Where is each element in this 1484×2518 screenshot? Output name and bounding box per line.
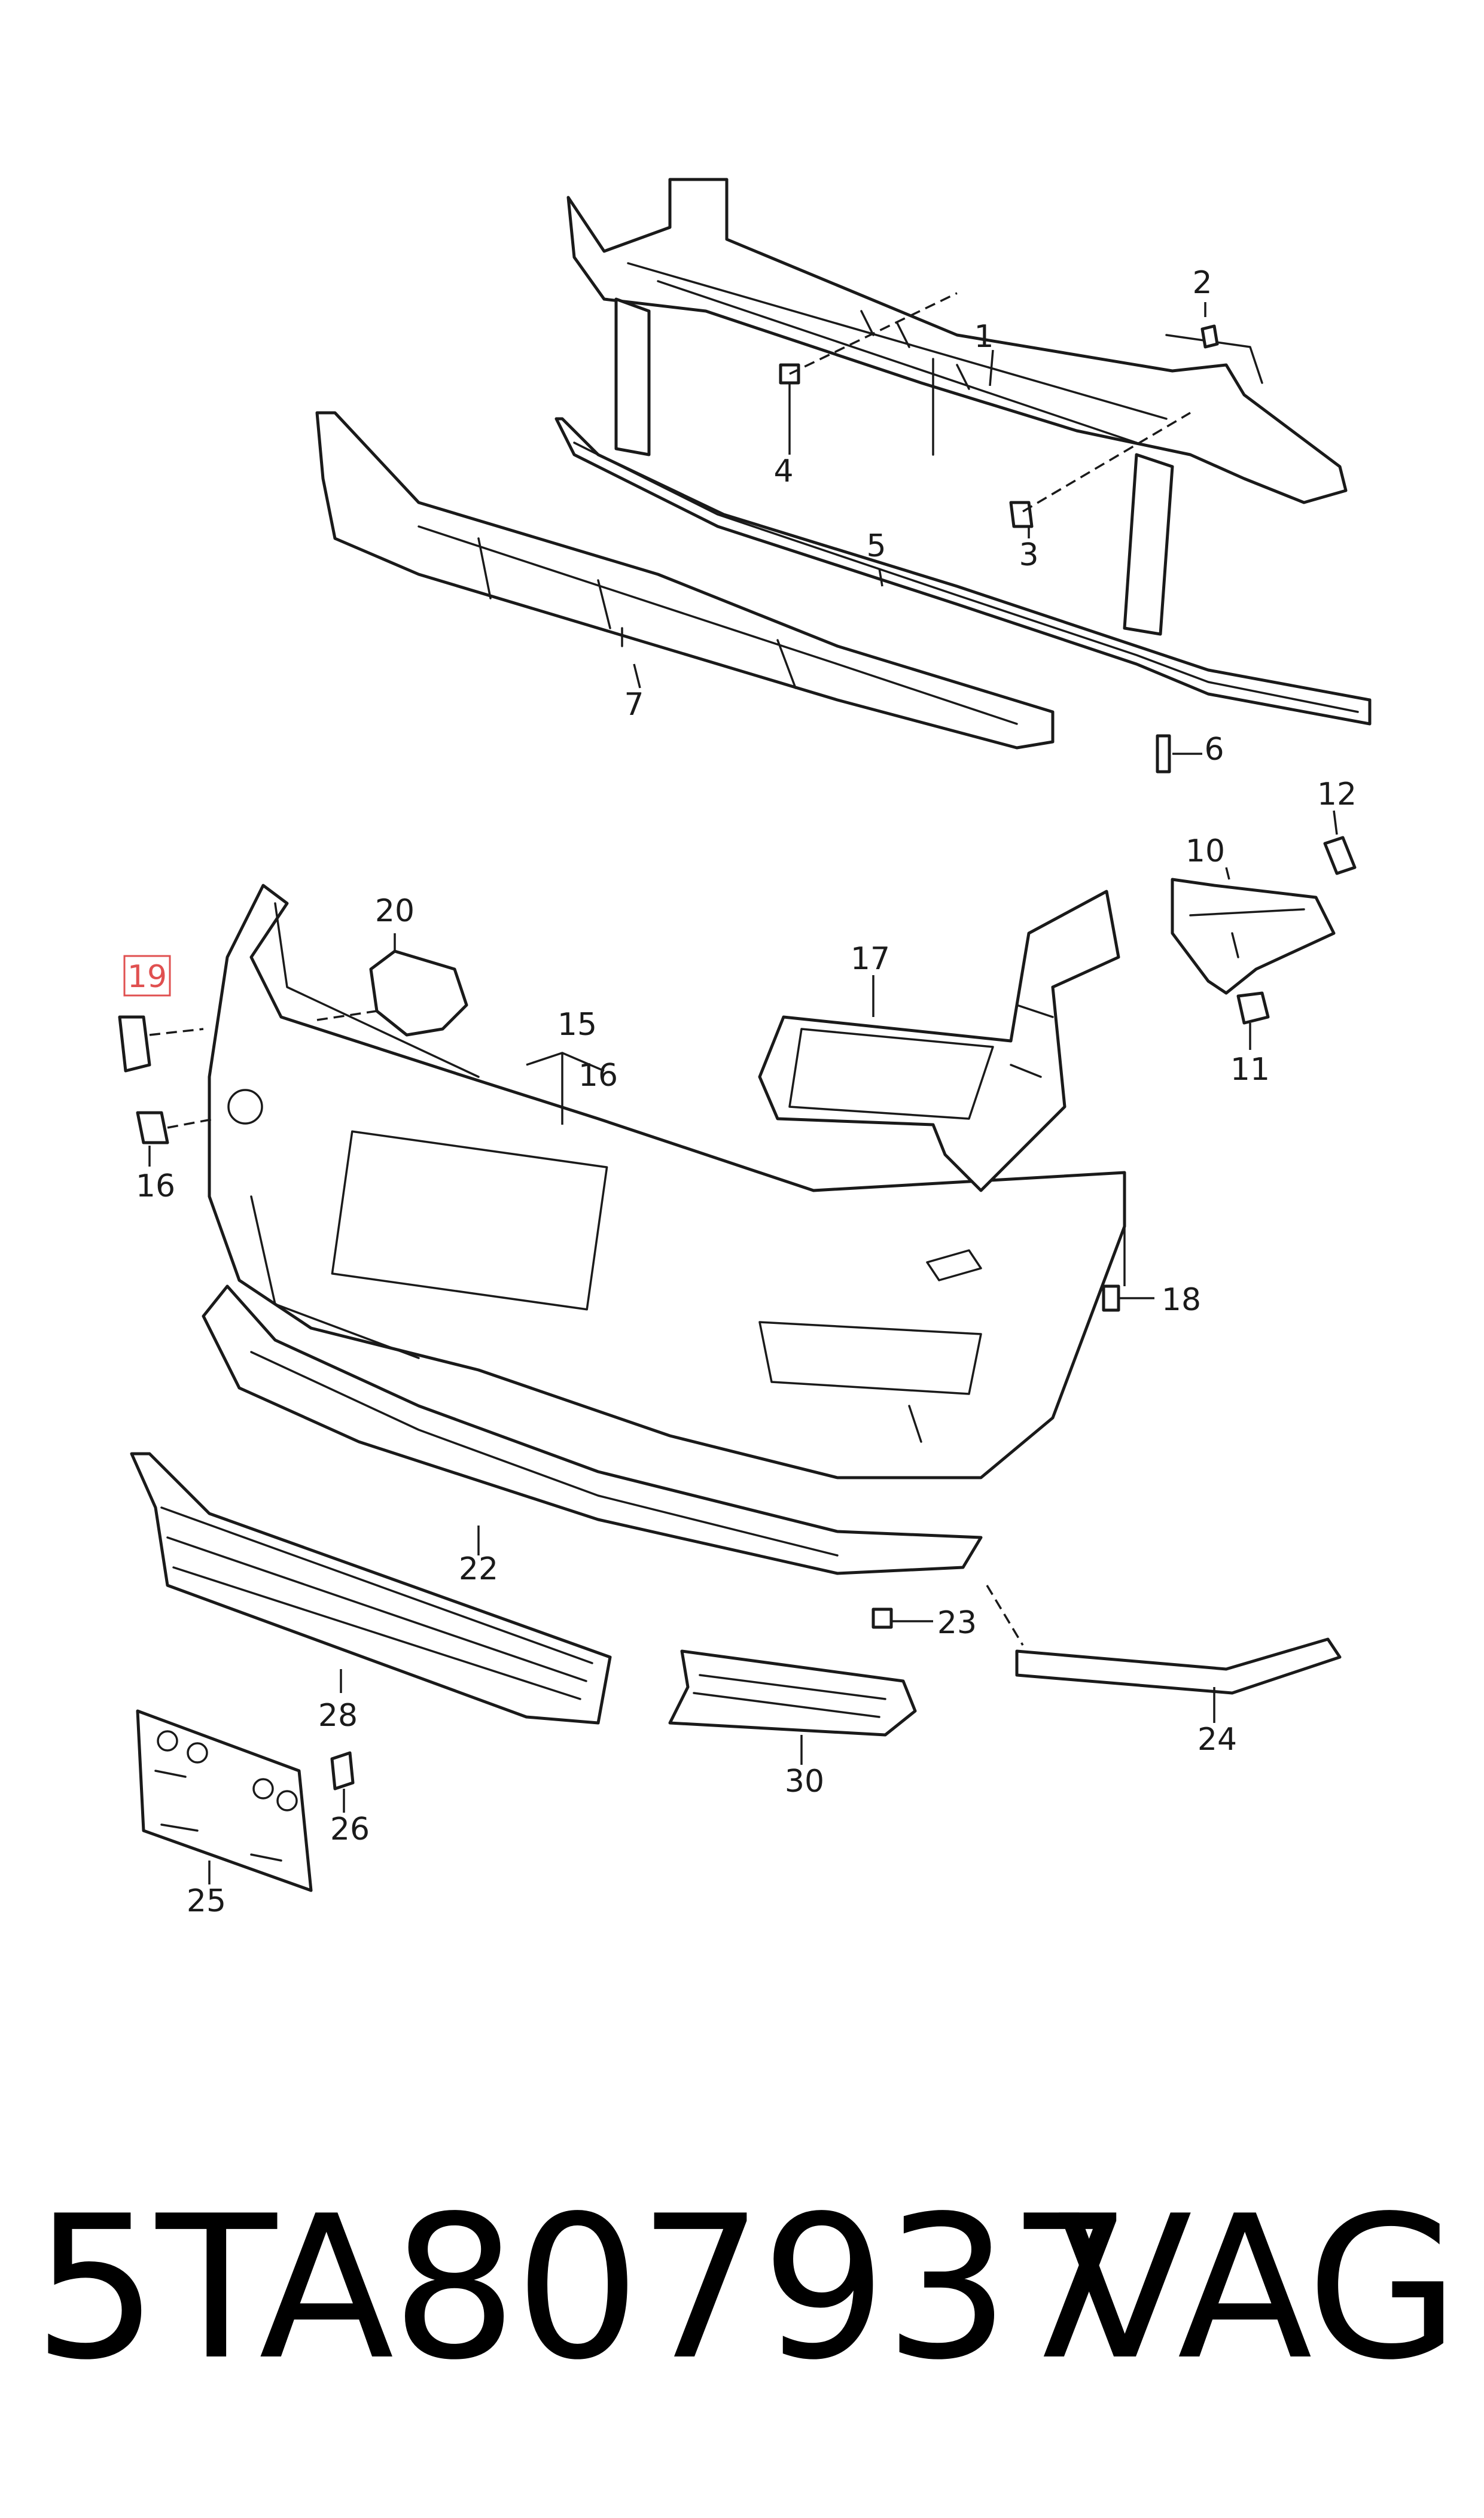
- callout-15: 15: [557, 1007, 597, 1043]
- callout-23: 23: [937, 1605, 977, 1641]
- callout-22: 22: [459, 1551, 498, 1587]
- callout-3: 3: [1019, 537, 1038, 573]
- callout-2: 2: [1192, 265, 1212, 301]
- part-10-guide-bracket: [1171, 878, 1336, 995]
- callout-16-upper: 16: [578, 1058, 618, 1094]
- part-11-nut: [1236, 991, 1270, 1025]
- part-5-absorber-strip: [554, 417, 1372, 726]
- part-24-trim-strip: [1015, 1637, 1342, 1695]
- callout-28: 28: [318, 1698, 358, 1734]
- part-22-spoiler: [202, 1284, 983, 1575]
- callout-25: 25: [187, 1883, 226, 1919]
- callout-18: 18: [1162, 1282, 1201, 1318]
- part-7-impact-beam: [315, 411, 1055, 750]
- part-16-cap: [136, 1111, 169, 1144]
- brand-name: VAG: [1057, 2173, 1459, 2403]
- bumper-exploded-diagram: 1 2 3 4 5 6 7 10 11 12 15 16 16 17 18 19…: [118, 178, 1372, 1919]
- callout-17: 17: [851, 941, 890, 977]
- callout-19-highlight-box: [123, 955, 171, 997]
- callout-12: 12: [1317, 777, 1357, 812]
- callout-16-lower: 16: [136, 1168, 175, 1204]
- callout-6: 6: [1204, 732, 1224, 768]
- callout-30: 30: [785, 1764, 824, 1800]
- callout-1: 1: [974, 319, 994, 355]
- callout-10: 10: [1186, 833, 1225, 869]
- callout-24: 24: [1197, 1722, 1237, 1758]
- part-19-cap: [118, 1015, 151, 1073]
- part-20-bracket: [369, 949, 468, 1037]
- callout-11: 11: [1230, 1052, 1270, 1088]
- leader-lines: [148, 292, 1338, 1884]
- part-number: 5TA807937: [33, 2173, 1133, 2403]
- part-12-clip: [1323, 836, 1357, 875]
- callout-4: 4: [773, 453, 793, 489]
- callout-19: 19: [127, 959, 167, 995]
- part-15-bumper-cover: [208, 884, 1126, 1479]
- part-28-lower-grille: [130, 1452, 612, 1725]
- part-30-fog-grille: [668, 1649, 917, 1737]
- callout-20: 20: [375, 893, 415, 929]
- callout-26: 26: [330, 1811, 370, 1847]
- callout-labels: 1 2 3 4 5 6 7 10 11 12 15 16 16 17 18 19…: [123, 265, 1357, 1919]
- callout-7: 7: [624, 687, 644, 723]
- part-17-bracket: [758, 890, 1120, 1192]
- part-25-plate-holder: [136, 1709, 313, 1892]
- part-1-bumper-carrier: [566, 178, 1348, 636]
- callout-5: 5: [866, 528, 886, 564]
